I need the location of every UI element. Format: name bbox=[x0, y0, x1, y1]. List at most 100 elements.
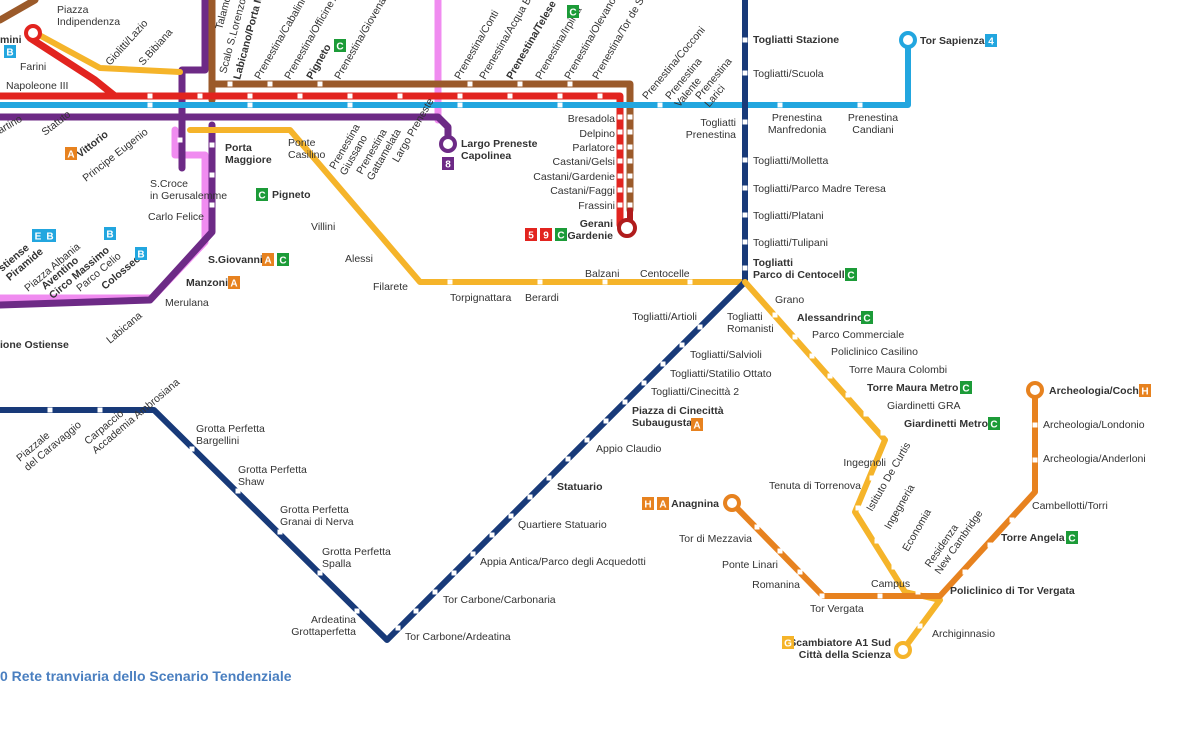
stop-marker bbox=[347, 93, 353, 99]
stop-marker bbox=[742, 265, 748, 271]
svg-text:4: 4 bbox=[988, 37, 994, 48]
station-togliatti-artioli: Togliatti/Artioli bbox=[632, 311, 697, 323]
stop-marker bbox=[617, 187, 623, 193]
stop-marker bbox=[603, 418, 609, 424]
terminus-anagnina bbox=[723, 494, 741, 512]
stop-marker bbox=[617, 114, 623, 120]
stop-marker bbox=[863, 411, 869, 417]
stop-marker bbox=[1032, 457, 1038, 463]
stop-marker bbox=[819, 593, 825, 599]
stop-marker bbox=[777, 102, 783, 108]
station-cambellotti: Cambellotti/Torri bbox=[1032, 500, 1108, 512]
stop-marker bbox=[227, 81, 233, 87]
stop-marker bbox=[507, 93, 513, 99]
line-badge: C bbox=[988, 417, 1000, 431]
station-parco-commerciale: Parco Commerciale bbox=[812, 329, 904, 341]
stop-marker bbox=[451, 570, 457, 576]
stop-marker bbox=[189, 446, 195, 452]
station-filarete: Filarete bbox=[373, 281, 408, 293]
station-napoleone: Napoleone III bbox=[6, 80, 68, 92]
station-tor-carbone-ardeatina: Tor Carbone/Ardeatina bbox=[405, 631, 511, 643]
line-badge: B bbox=[4, 45, 16, 59]
station-carlo-felice: Carlo Felice bbox=[148, 211, 204, 223]
line-purple bbox=[0, 0, 452, 309]
svg-text:G: G bbox=[784, 639, 792, 650]
stop-marker bbox=[97, 407, 103, 413]
svg-text:8: 8 bbox=[445, 160, 451, 171]
stop-marker bbox=[597, 93, 603, 99]
stop-marker bbox=[874, 538, 880, 544]
line-badge: C bbox=[861, 311, 873, 325]
station-romanina: Romanina bbox=[752, 579, 800, 591]
line-badge: 5 bbox=[525, 228, 537, 242]
station-togliatti-stazione: Togliatti Stazione bbox=[753, 34, 839, 46]
station-s-giovanni: S.Giovanni bbox=[208, 254, 263, 266]
stop-marker bbox=[235, 488, 241, 494]
stop-marker bbox=[891, 564, 897, 570]
stop-marker bbox=[277, 529, 283, 535]
station-tor-sapienza: Tor Sapienza bbox=[920, 35, 985, 47]
station-frassini: Frassini bbox=[578, 200, 615, 212]
station-delpino: Delpino bbox=[579, 128, 615, 140]
line-badge: 4 bbox=[985, 34, 997, 48]
station-berardi: Berardi bbox=[525, 292, 559, 304]
svg-text:C: C bbox=[569, 8, 576, 19]
stop-marker bbox=[432, 589, 438, 595]
stop-marker bbox=[827, 373, 833, 379]
stop-marker bbox=[247, 102, 253, 108]
stop-marker bbox=[809, 353, 815, 359]
line-badge: A bbox=[262, 253, 274, 267]
stop-marker bbox=[742, 37, 748, 43]
stop-marker bbox=[508, 513, 514, 519]
stop-marker bbox=[395, 625, 401, 631]
stop-marker bbox=[777, 548, 783, 554]
stop-marker bbox=[792, 334, 798, 340]
line-badge: H bbox=[642, 497, 654, 511]
stop-marker bbox=[527, 494, 533, 500]
svg-text:B: B bbox=[46, 232, 53, 243]
stop-marker bbox=[622, 399, 628, 405]
stop-marker bbox=[845, 392, 851, 398]
line-badge: C bbox=[334, 39, 346, 53]
station-villini: Villini bbox=[311, 221, 335, 233]
stop-marker bbox=[987, 542, 993, 548]
station-tor-mezzavia: Tor di Mezzavia bbox=[679, 533, 752, 545]
stop-marker bbox=[857, 102, 863, 108]
svg-text:C: C bbox=[557, 231, 564, 242]
station-torre-maura-metro: Torre Maura Metro bbox=[867, 382, 958, 394]
stop-marker bbox=[627, 114, 633, 120]
station-archeologia-londonio: Archeologia/Londonio bbox=[1043, 419, 1145, 431]
station-prenestina-telese: Prenestina/Telese bbox=[504, 0, 559, 81]
station-giardinetti-gra: Giardinetti GRA bbox=[887, 400, 961, 412]
station-parlatore: Parlatore bbox=[572, 142, 615, 154]
line-yellow-east bbox=[742, 279, 943, 653]
stop-marker bbox=[742, 157, 748, 163]
station-balzani: Balzani bbox=[585, 268, 619, 280]
stop-marker bbox=[517, 81, 523, 87]
station-labicana: Labicana bbox=[104, 310, 144, 347]
terminus-archeologia bbox=[1026, 381, 1044, 399]
stop-marker bbox=[557, 93, 563, 99]
stop-marker bbox=[697, 324, 703, 330]
station-merulana: Merulana bbox=[165, 297, 209, 309]
station-ostiense: ione Ostiense bbox=[0, 339, 69, 351]
station-archeologia-anderloni: Archeologia/Anderloni bbox=[1043, 453, 1146, 465]
stop-marker bbox=[617, 158, 623, 164]
station-tor-vergata: Tor Vergata bbox=[810, 603, 864, 615]
stop-marker bbox=[377, 282, 383, 288]
station-quartiere-statuario: Quartiere Statuario bbox=[518, 519, 607, 531]
svg-text:A: A bbox=[659, 500, 666, 511]
line-badge: C bbox=[277, 253, 289, 267]
station-castani-gardenie: Castani/Gardenie bbox=[533, 171, 615, 183]
stop-marker bbox=[347, 102, 353, 108]
stop-marker bbox=[915, 589, 921, 595]
